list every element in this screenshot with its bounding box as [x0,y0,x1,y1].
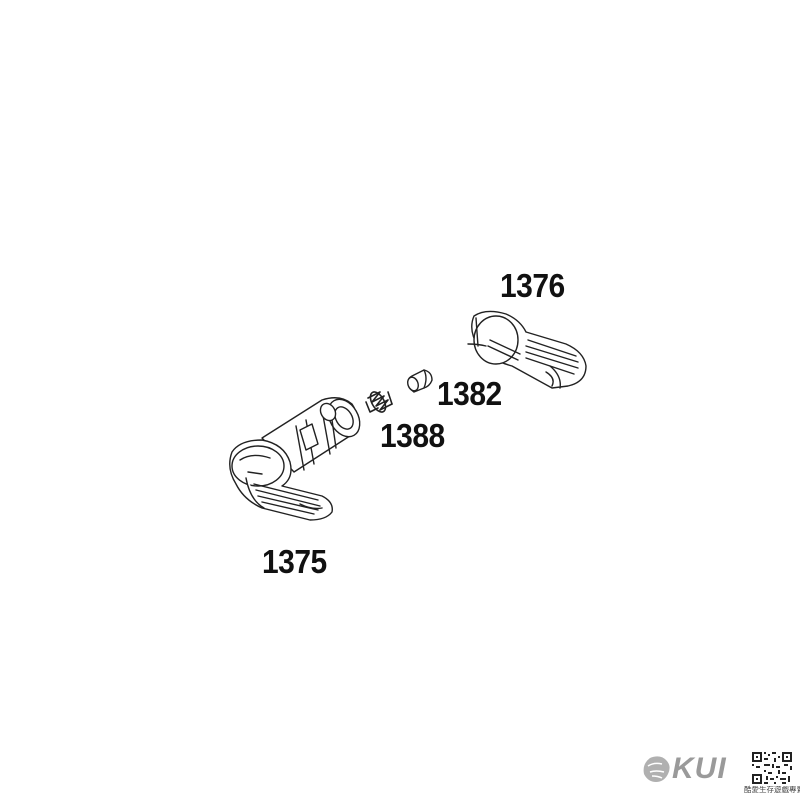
part-1382-plunger [407,369,433,393]
part-label-1388: 1388 [380,418,445,455]
part-label-1375: 1375 [262,544,327,581]
part-1388-spring [365,391,393,413]
part-1376-side-lever [467,310,587,389]
watermark-tagline: 酷愛生存遊戲專賣 [744,785,800,794]
lion-head-icon [643,756,670,782]
part-label-1376: 1376 [500,268,565,305]
part-label-1382: 1382 [437,376,502,413]
watermark-brand: KUI [672,752,727,785]
part-1375-selector-lever [229,397,361,521]
qr-code-icon [750,750,794,786]
watermark-logo: KUI 酷愛生存遊戲專賣 [636,750,800,796]
